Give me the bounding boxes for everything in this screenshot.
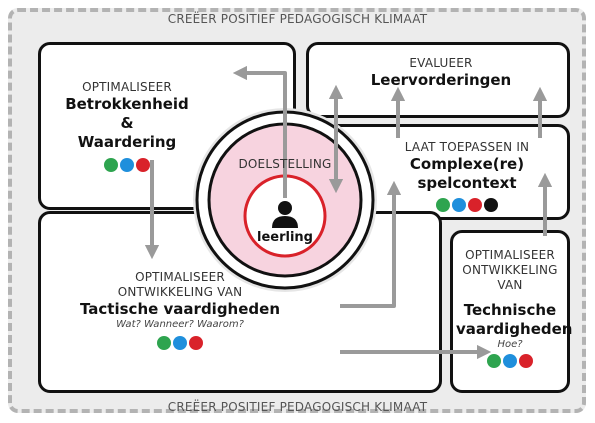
- technical-title-line2: vaardigheden: [456, 319, 573, 338]
- dot-green: [104, 158, 118, 173]
- tactical-questions: Wat? Wanneer? Waarom?: [116, 318, 244, 330]
- technical-text: OPTIMALISEER ONTWIKKELING VAN Technische…: [456, 248, 573, 373]
- evaluate-text: EVALUEER Leervorderingen: [366, 56, 516, 90]
- dot-red: [189, 336, 203, 351]
- technical-prefix-line3: VAN: [497, 278, 523, 292]
- dot-green: [487, 354, 501, 368]
- engagement-dots: [62, 157, 192, 177]
- dot-black: [484, 197, 498, 212]
- dot-red: [519, 354, 533, 368]
- dot-red: [136, 158, 150, 173]
- tactical-text: OPTIMALISEER ONTWIKKELING VAN Tactische …: [70, 270, 290, 355]
- evaluate-box: [306, 42, 570, 118]
- climate-label-top: CREËER POSITIEF PEDAGOGISCH KLIMAAT: [167, 12, 428, 26]
- person-icon: [272, 201, 298, 228]
- complex-title-line1: Complexe(re): [409, 155, 525, 173]
- tactical-prefix-line1: OPTIMALISEER: [135, 270, 225, 284]
- dot-green: [436, 197, 450, 212]
- technical-prefix-line2: ONTWIKKELING: [462, 263, 558, 277]
- tactical-title: Tactische vaardigheden: [80, 300, 280, 318]
- complex-dots: [392, 197, 542, 217]
- learner-label: leerling: [257, 230, 313, 245]
- engagement-title-line1: Betrokkenheid &: [65, 95, 189, 132]
- goal-label: DOELSTELLING: [238, 157, 332, 171]
- technical-title-line1: Technische: [463, 301, 557, 319]
- complex-prefix: LAAT TOEPASSEN IN: [404, 140, 530, 154]
- evaluate-title: Leervorderingen: [370, 71, 512, 89]
- engagement-text: OPTIMALISEER Betrokkenheid & Waardering: [62, 80, 192, 177]
- evaluate-prefix: EVALUEER: [409, 56, 473, 70]
- arrow-to-engagement: [232, 65, 287, 198]
- arrow-tactical-to-complex: [340, 180, 402, 308]
- dot-blue: [503, 354, 517, 368]
- technical-dots: [456, 353, 564, 373]
- climate-label-bottom: CREËER POSITIEF PEDAGOGISCH KLIMAAT: [167, 400, 428, 414]
- technical-question: Hoe?: [497, 338, 523, 350]
- technical-prefix-line1: OPTIMALISEER: [465, 248, 555, 262]
- dot-blue: [173, 336, 187, 351]
- dot-blue: [120, 158, 134, 173]
- tactical-prefix-line2: ONTWIKKELING VAN: [117, 285, 243, 299]
- dot-red: [468, 197, 482, 212]
- engagement-title-line2: Waardering: [77, 132, 177, 151]
- engagement-prefix: OPTIMALISEER: [82, 80, 172, 94]
- complex-text: LAAT TOEPASSEN IN Complexe(re) spelconte…: [392, 140, 542, 217]
- dot-green: [157, 336, 171, 351]
- dot-blue: [452, 197, 466, 212]
- complex-title-line2: spelcontext: [417, 173, 517, 192]
- tactical-dots: [70, 335, 290, 355]
